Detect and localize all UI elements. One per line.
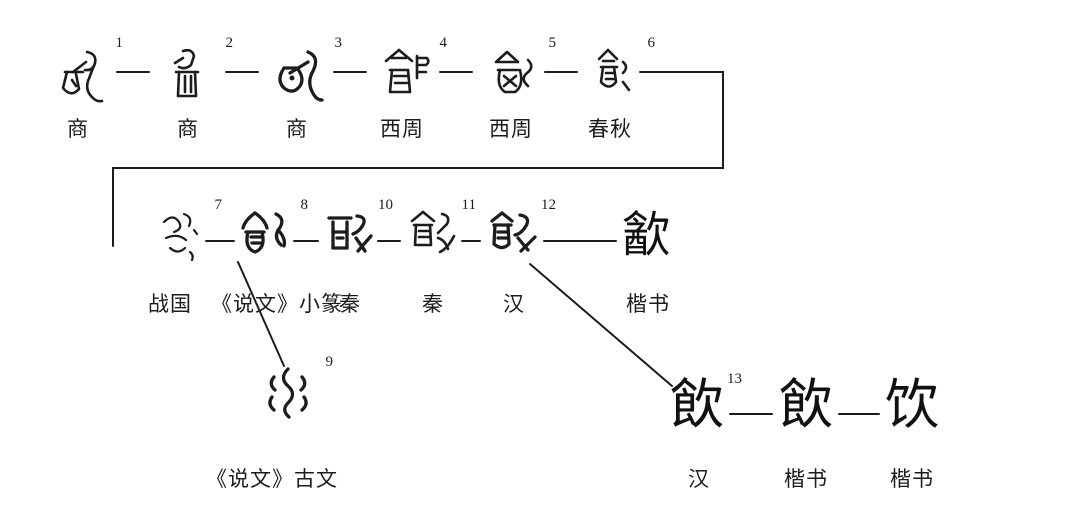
period-label-9: 《说文》古文 [206, 467, 338, 491]
period-label-12: 汉 [503, 292, 525, 316]
period-label-3: 商 [286, 117, 308, 141]
bronze-glyph-4-icon [384, 48, 430, 94]
period-label-7: 战国 [148, 292, 192, 316]
shuowen-guwen-glyph-9-icon [268, 367, 308, 419]
oracle-bone-glyph-1-icon [61, 50, 104, 103]
glyph-number: 1 [115, 35, 124, 51]
glyph-number: 10 [378, 197, 393, 213]
qin-glyph-11-icon [410, 210, 456, 254]
evolution-step-3: 3 [268, 36, 342, 108]
period-label-11: 秦 [422, 292, 444, 316]
small-seal-glyph-8-icon [241, 211, 287, 254]
glyph-number: 3 [334, 35, 343, 51]
glyph-number: 9 [325, 354, 334, 370]
evolution-step-kaishu-traditional: 飲 [779, 378, 833, 432]
evolution-step-2: 2 [159, 36, 233, 108]
glyph-number: 4 [439, 35, 448, 51]
glyph-number: 12 [541, 197, 556, 213]
evolution-step-12: 12 [482, 198, 556, 270]
period-label-kaishu-simplified: 楷书 [890, 467, 934, 491]
oracle-bone-glyph-2-icon [173, 48, 200, 98]
evolution-step-4: 4 [373, 36, 447, 108]
period-label-10: 秦 [339, 292, 361, 316]
evolution-step-11: 11 [402, 198, 476, 270]
period-label-13: 汉 [688, 467, 710, 491]
kaishu-char-yin-old: 㱃 [621, 209, 671, 262]
bronze-glyph-5-icon [494, 50, 533, 94]
glyph-number: 6 [647, 35, 656, 51]
glyph-number: 2 [225, 35, 234, 51]
han-glyph-12-icon [490, 211, 537, 253]
bronze-glyph-6-icon [597, 48, 631, 92]
period-label-6: 春秋 [588, 117, 632, 141]
evolution-step-13: 飲 13 [670, 372, 742, 435]
kaishu-char-traditional: 飲 [779, 375, 833, 435]
evolution-step-5: 5 [482, 36, 556, 108]
period-label-4: 西周 [380, 117, 424, 141]
glyph-number: 5 [548, 35, 557, 51]
kaishu-char-simplified: 饮 [885, 375, 939, 435]
evolution-step-9: 9 [259, 355, 333, 427]
evolution-step-7: 7 [148, 198, 222, 270]
glyph-number: 13 [727, 371, 742, 387]
evolution-step-8: 8 [234, 198, 308, 270]
qin-glyph-10-icon [327, 214, 373, 253]
glyph-number: 7 [214, 197, 223, 213]
period-label-kaishu-yin-old: 楷书 [626, 292, 670, 316]
han-char-yin: 飲 [670, 375, 724, 435]
period-label-5: 西周 [489, 117, 533, 141]
period-label-1: 商 [67, 117, 89, 141]
evolution-step-6: 6 [581, 36, 655, 108]
glyph-number: 8 [300, 197, 309, 213]
evolution-step-kaishu-yin-old: 㱃 [622, 212, 670, 260]
warring-states-glyph-7-icon [162, 212, 199, 262]
evolution-step-kaishu-simplified: 饮 [885, 378, 939, 432]
glyph-number: 11 [461, 197, 476, 213]
evolution-step-1: 1 [49, 36, 123, 108]
evolution-step-10: 10 [319, 198, 393, 270]
period-label-2: 商 [177, 117, 199, 141]
period-label-kaishu-traditional: 楷书 [784, 467, 828, 491]
period-label-8: 《说文》小篆 [211, 292, 343, 316]
oracle-bone-glyph-3-icon [278, 50, 324, 102]
